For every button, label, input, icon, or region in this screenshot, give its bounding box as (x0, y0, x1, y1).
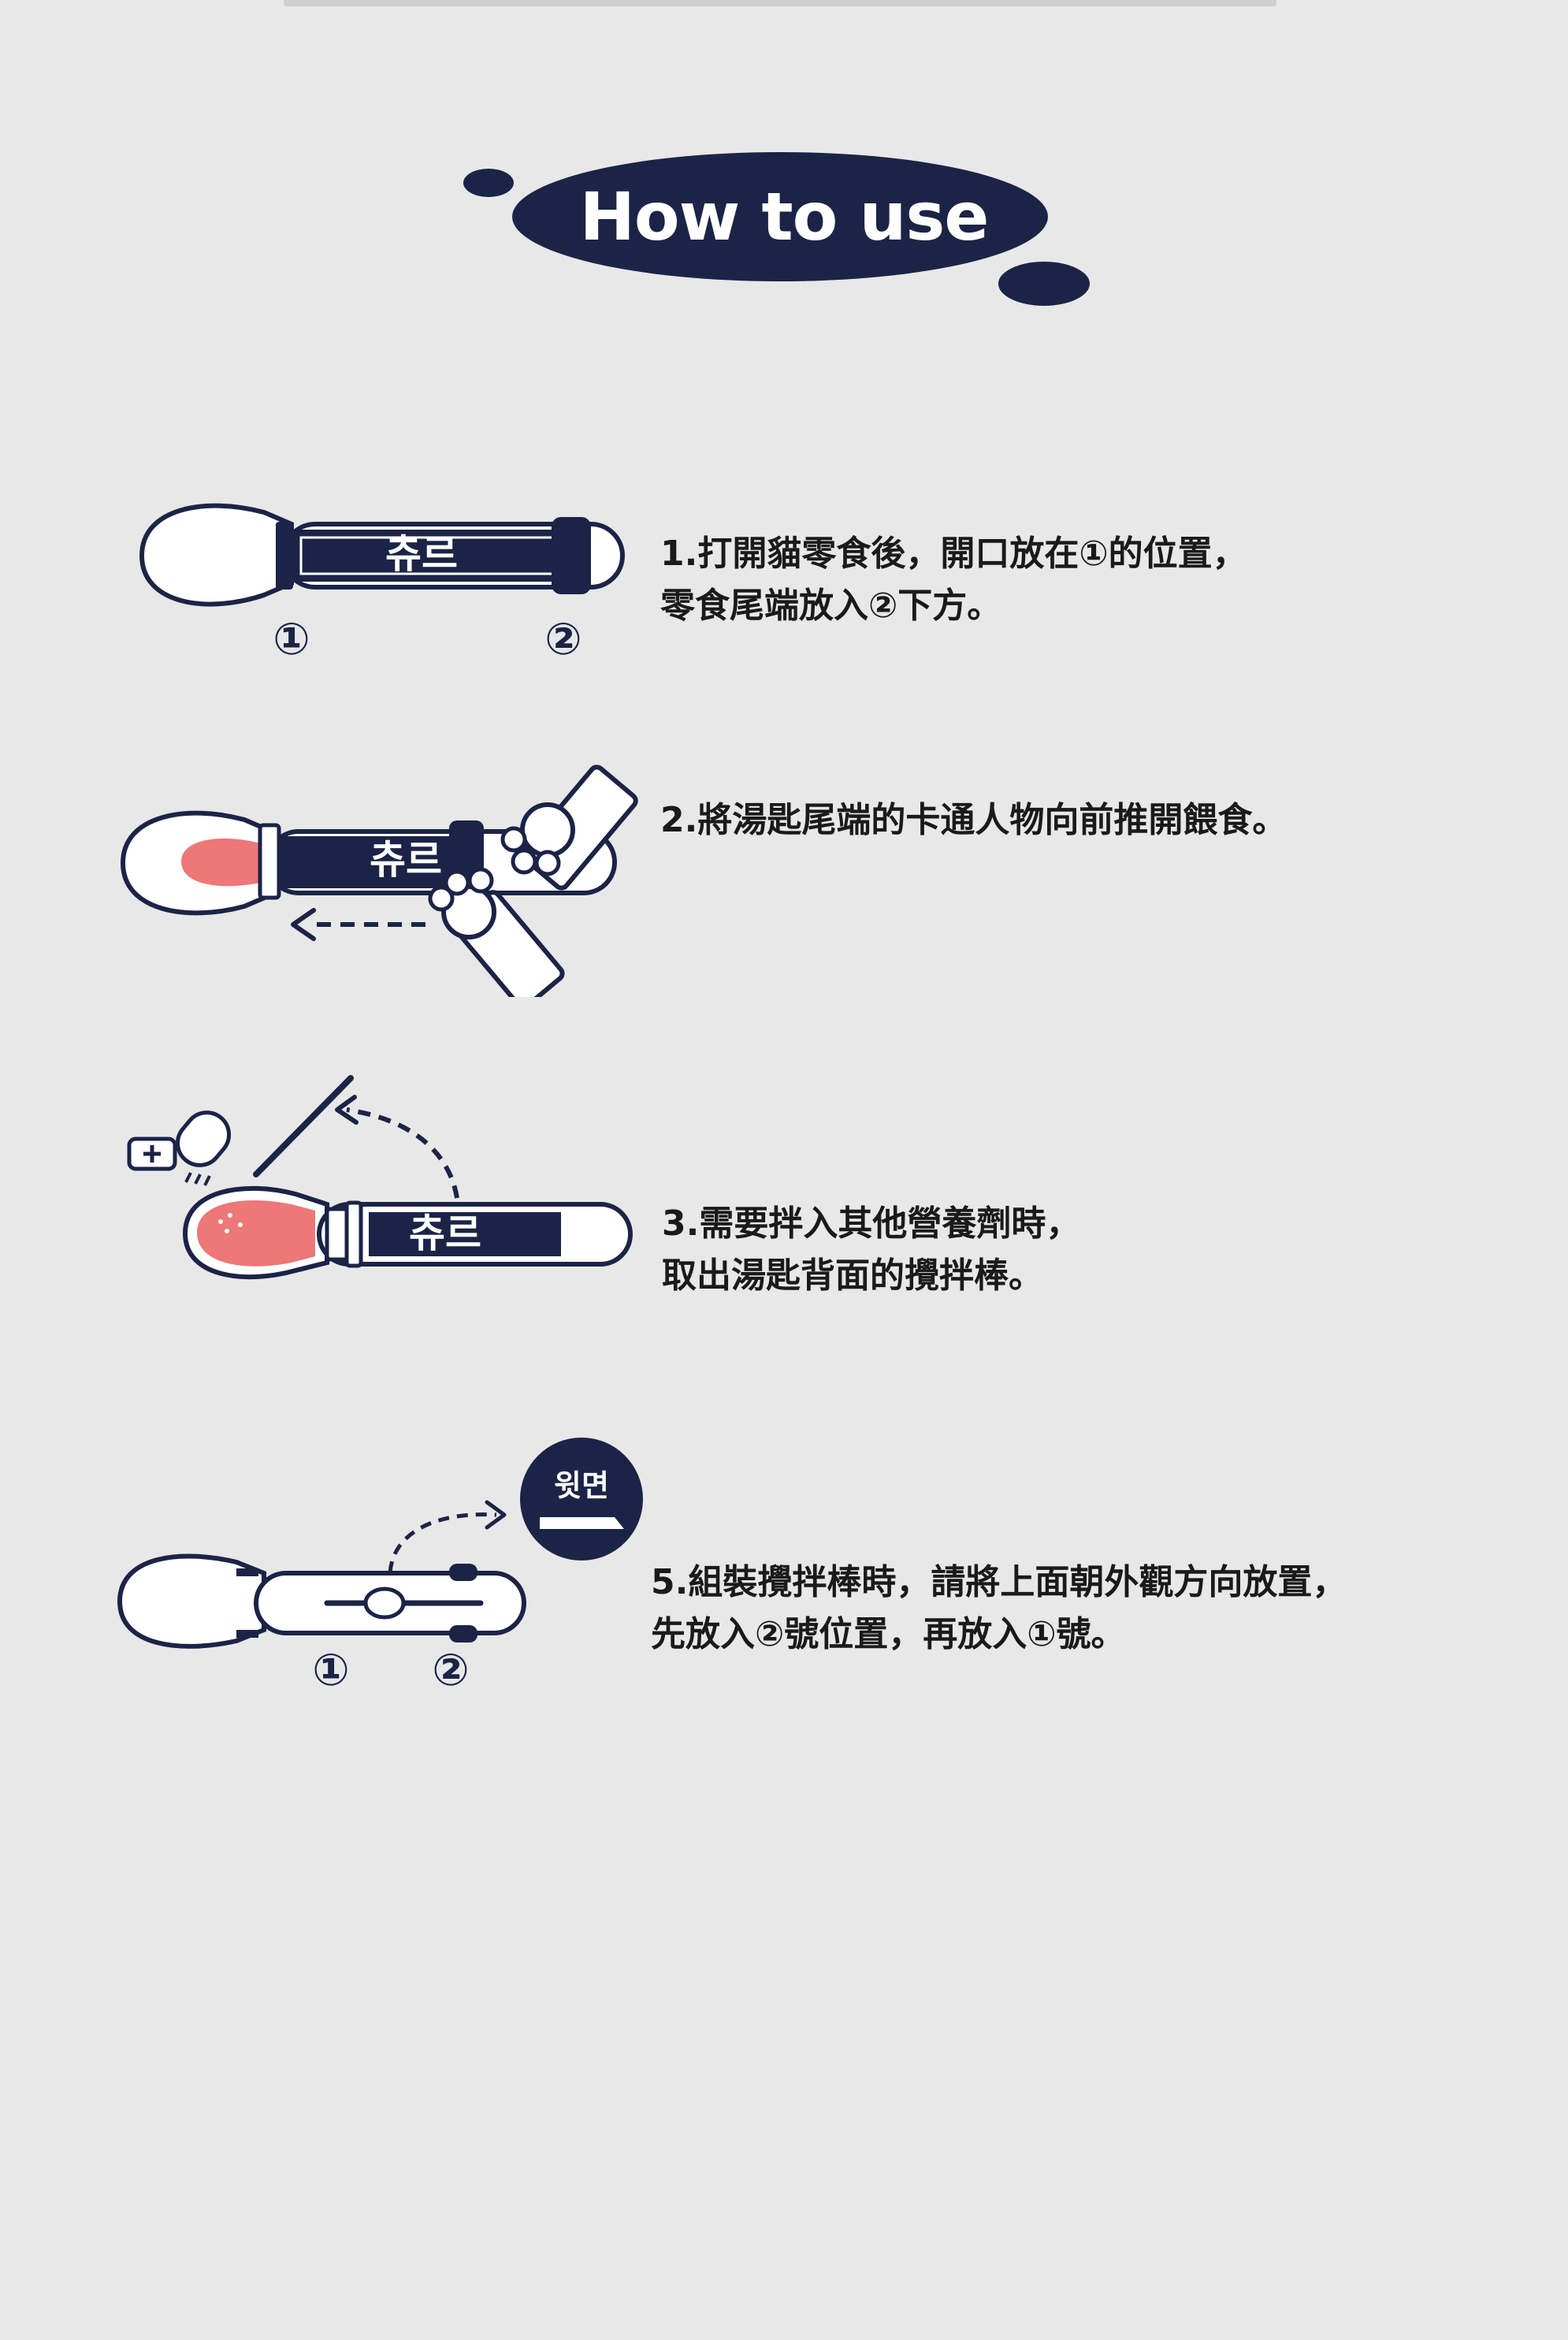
step1-line2: 零食尾端放入②下方。 (660, 586, 1002, 626)
step3-illustration: 츄르 (127, 1075, 633, 1280)
step3-text: 3.需要拌入其他營養劑時， 取出湯匙背面的攪拌棒。 (662, 1198, 1080, 1302)
step1-marker-two: ② (544, 614, 581, 665)
step3-line2: 取出湯匙背面的攪拌棒。 (662, 1256, 1043, 1296)
step2-illustration: 츄르 (120, 764, 638, 997)
dashed-arrow-icon (291, 908, 425, 941)
step3-pouch-label: 츄르 (409, 1211, 481, 1256)
step5-illustration: 윗면 ① ② (117, 1438, 643, 1696)
step5-line2: 先放入②號位置，再放入①號。 (651, 1614, 1126, 1654)
cat-paw-icon (500, 764, 638, 891)
page-title: How to use (579, 178, 990, 255)
step1-line1: 1.打開貓零食後，開口放在①的位置， (660, 534, 1247, 574)
step3-line1: 3.需要拌入其他營養劑時， (662, 1203, 1081, 1244)
dashed-arrow-icon (335, 1095, 459, 1199)
step2-line1: 2.將湯匙尾端的卡通人物向前推開餵食。 (660, 800, 1287, 840)
step1-pouch-label: 츄르 (385, 531, 458, 577)
top-edge-bar (284, 0, 1276, 6)
cat-paw-icon (428, 867, 565, 997)
plus-icon (127, 1137, 177, 1171)
dashed-arrow-icon (388, 1500, 507, 1573)
top-side-badge-label: 윗면 (554, 1468, 609, 1503)
step5-marker-one: ① (312, 1645, 349, 1696)
step2-pouch-label: 츄르 (370, 837, 442, 883)
step1-marker-one: ① (273, 614, 310, 665)
step5-line1: 5.組裝攪拌棒時，請將上面朝外觀方向放置， (651, 1562, 1347, 1602)
step2-text: 2.將湯匙尾端的卡通人物向前推開餵食。 (660, 794, 1287, 846)
step1-text: 1.打開貓零食後，開口放在①的位置， 零食尾端放入②下方。 (660, 528, 1247, 632)
step5-text: 5.組裝攪拌棒時，請將上面朝外觀方向放置， 先放入②號位置，再放入①號。 (651, 1557, 1347, 1661)
title-blob (463, 152, 1090, 306)
step1-illustration: 츄르 ① ② (139, 503, 625, 665)
step5-marker-two: ② (432, 1645, 469, 1696)
